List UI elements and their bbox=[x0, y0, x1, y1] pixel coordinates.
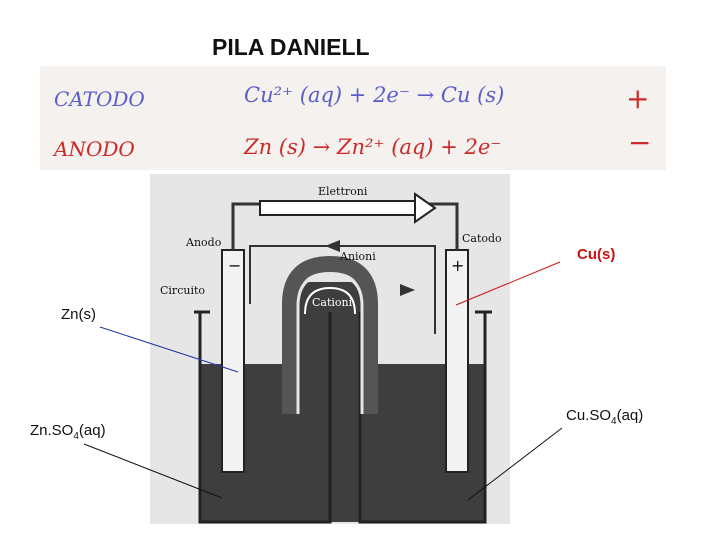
daniell-cell-diagram: Elettroni Anodo Catodo Anioni Circuito C… bbox=[150, 174, 510, 524]
zinc-electrode-label: Zn(s) bbox=[61, 306, 96, 323]
catodo-equation: Cu²⁺ (aq) + 2e⁻ → Cu (s) bbox=[244, 83, 504, 107]
page-title: PILA DANIELL bbox=[212, 34, 370, 60]
catodo-sign: + bbox=[626, 82, 649, 115]
electron-flow-arrow bbox=[414, 192, 437, 224]
zinc-sulfate-label: Zn.SO4(aq) bbox=[30, 422, 106, 442]
anioni-label: Anioni bbox=[339, 250, 376, 263]
cationi-label: Cationi bbox=[312, 296, 353, 309]
copper-electrode-label: Cu(s) bbox=[577, 246, 616, 263]
catodo-diagram-label: Catodo bbox=[462, 232, 502, 245]
copper-sulfate-label: Cu.SO4(aq) bbox=[566, 407, 644, 427]
anodo-sign-label: − bbox=[228, 256, 241, 275]
anodo-label: ANODO bbox=[52, 137, 135, 161]
solution-fill bbox=[200, 282, 485, 522]
anion-flow-arrow bbox=[325, 240, 340, 252]
anodo-sign: − bbox=[628, 126, 651, 159]
reactions-panel: CATODO Cu²⁺ (aq) + 2e⁻ → Cu (s) + ANODO … bbox=[40, 66, 666, 170]
catodo-sign-label: + bbox=[451, 256, 464, 275]
anodo-equation: Zn (s) → Zn²⁺ (aq) + 2e⁻ bbox=[243, 135, 501, 159]
cation-flow-arrow bbox=[400, 284, 415, 296]
catodo-label: CATODO bbox=[54, 87, 145, 111]
anodo-diagram-label: Anodo bbox=[185, 236, 222, 249]
elettroni-label: Elettroni bbox=[318, 185, 368, 198]
circuito-label: Circuito bbox=[160, 284, 205, 297]
